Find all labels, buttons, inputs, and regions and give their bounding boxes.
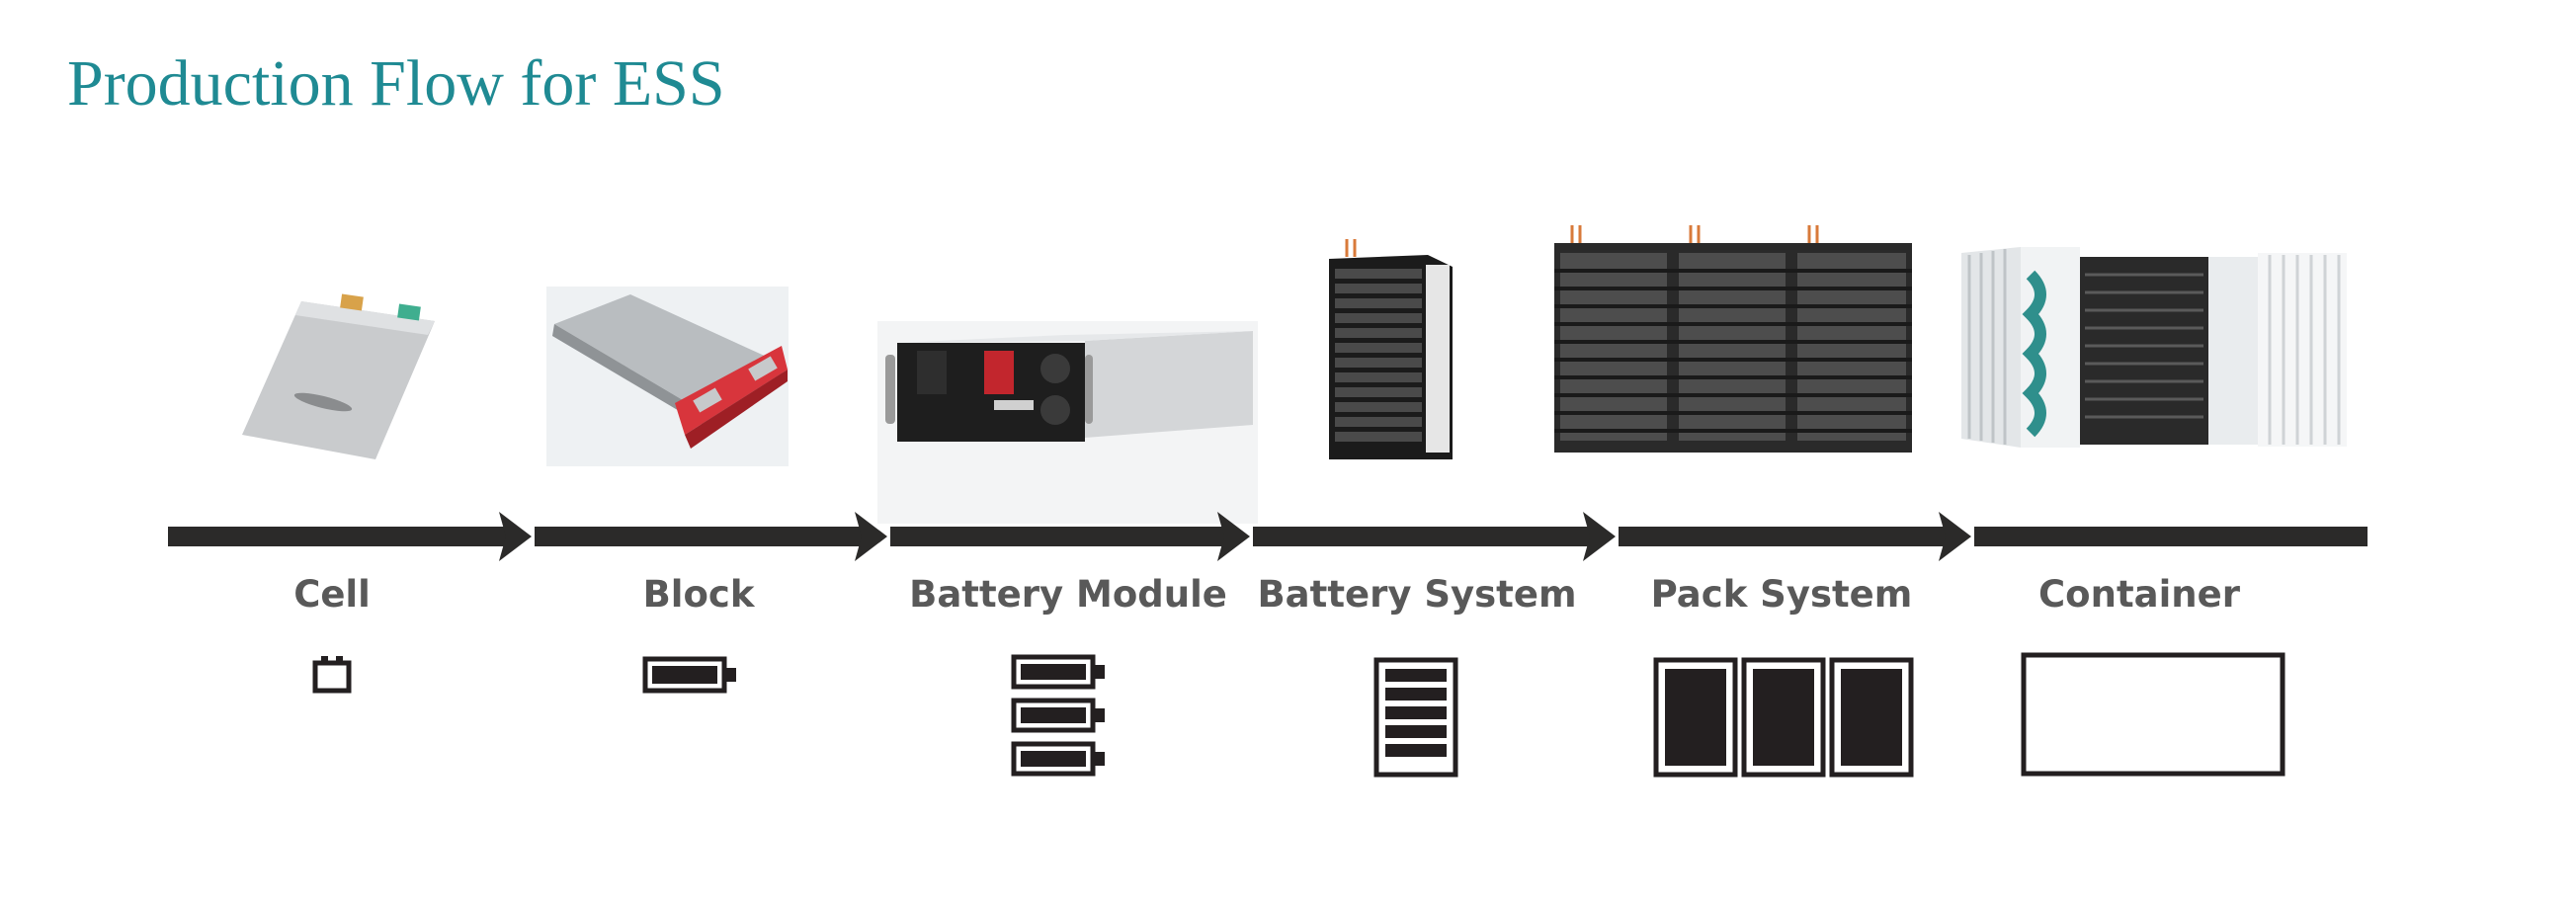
block-photo [546, 287, 789, 466]
stage-label-battery-system: Battery System [1257, 573, 1577, 616]
stage-label-cell: Cell [293, 573, 371, 616]
container-photo [1961, 245, 2347, 453]
flow-arrow-segment [535, 512, 887, 561]
flow-arrow-segment [1253, 512, 1616, 561]
stage-label-container: Container [2038, 573, 2240, 616]
flow-arrow-segment [168, 512, 532, 561]
cell-photo [242, 291, 440, 464]
flow-arrow-segment [1974, 527, 2368, 546]
stage-label-pack-system: Pack System [1650, 573, 1913, 616]
stage-label-battery-module: Battery Module [909, 573, 1227, 616]
three-racks-icon [1653, 657, 1914, 778]
battery-system-photo [1329, 237, 1453, 459]
pack-system-photo [1554, 225, 1912, 453]
battery-rack-icon [1373, 657, 1458, 778]
flow-arrow-segment [1619, 512, 1971, 561]
stage-label-block: Block [642, 573, 755, 616]
three-stacked-batteries-icon [1011, 654, 1106, 778]
battery-module-photo [877, 321, 1258, 524]
page-title: Production Flow for ESS [67, 47, 725, 120]
single-cell-battery-icon [312, 654, 352, 694]
horizontal-battery-icon [642, 656, 737, 694]
container-outline-icon [2021, 652, 2285, 777]
